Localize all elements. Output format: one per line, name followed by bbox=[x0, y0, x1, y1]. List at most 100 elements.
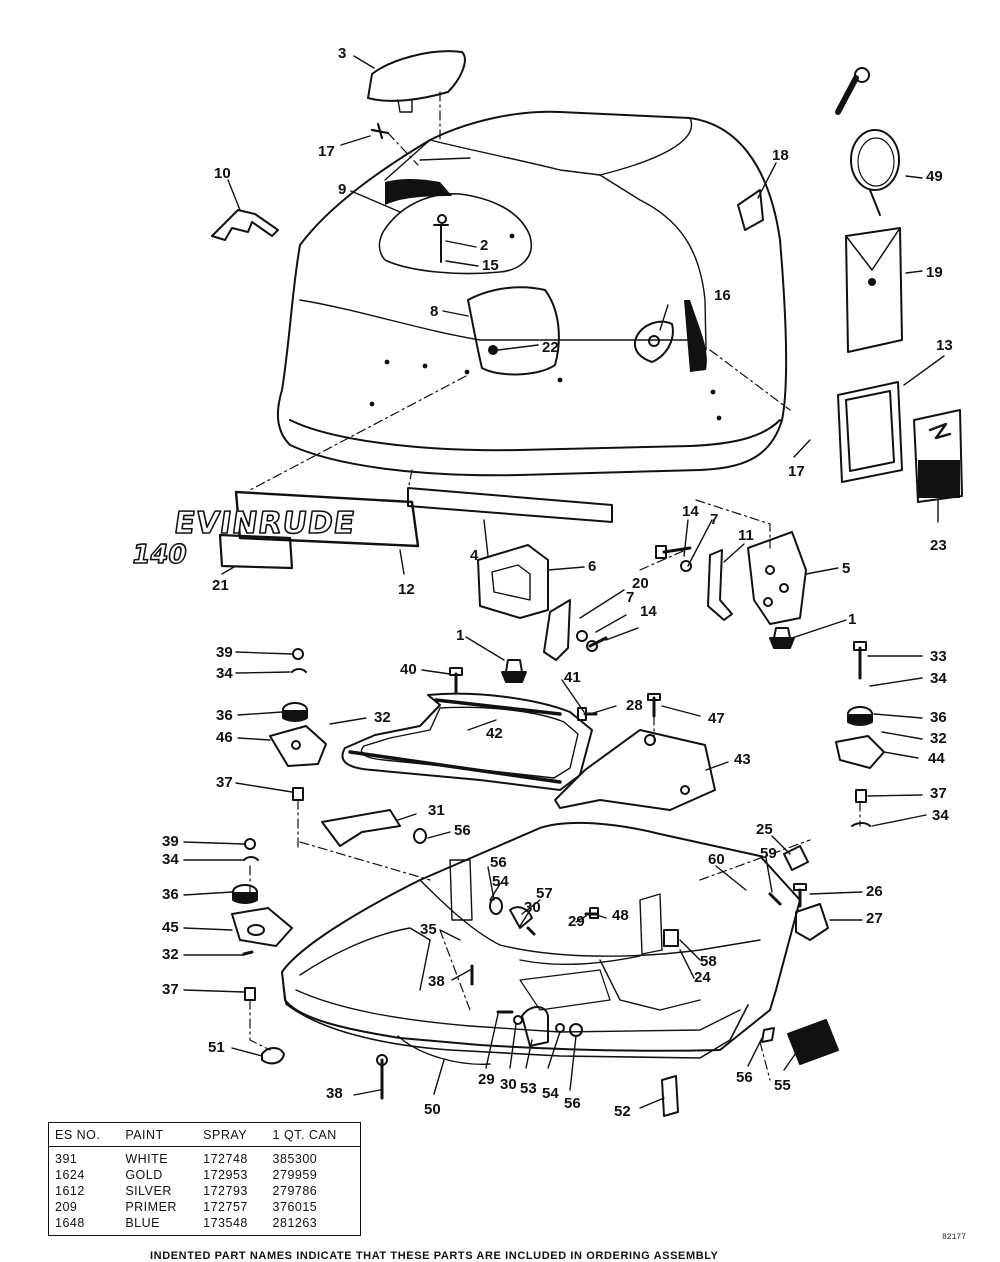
callout-50: 50 bbox=[424, 1101, 441, 1118]
table-row: 209 PRIMER 172757 376015 bbox=[49, 1199, 361, 1215]
table-cell: 1624 bbox=[55, 1168, 85, 1182]
table-row: 1624 GOLD 172953 279959 bbox=[49, 1167, 361, 1183]
callout-7: 7 bbox=[710, 511, 719, 528]
table-cell: 209 bbox=[55, 1200, 78, 1214]
callout-36: 36 bbox=[930, 709, 947, 726]
callout-23: 23 bbox=[930, 537, 947, 554]
callout-34: 34 bbox=[162, 851, 179, 868]
callout-10: 10 bbox=[214, 165, 231, 182]
part-3-lid bbox=[367, 50, 466, 102]
callout-36: 36 bbox=[162, 886, 179, 903]
callout-30: 30 bbox=[524, 899, 541, 916]
table-cell: BLUE bbox=[125, 1216, 160, 1230]
callout-34: 34 bbox=[216, 665, 233, 682]
callout-6: 6 bbox=[588, 558, 597, 575]
callout-32: 32 bbox=[374, 709, 391, 726]
callout-11: 11 bbox=[738, 527, 754, 544]
callout-32: 32 bbox=[930, 730, 947, 747]
callout-34: 34 bbox=[932, 807, 949, 824]
callout-31: 31 bbox=[428, 802, 445, 819]
part-10-clip bbox=[211, 209, 279, 241]
table-row: 1648 BLUE 173548 281263 bbox=[49, 1215, 361, 1236]
callout-25: 25 bbox=[756, 821, 773, 838]
decal-model-text: 140 bbox=[130, 540, 190, 570]
callout-14: 14 bbox=[682, 503, 699, 520]
part-49-starter-rope bbox=[835, 67, 900, 216]
part-8-bracket bbox=[467, 286, 560, 376]
callout-22: 22 bbox=[542, 339, 559, 356]
callout-43: 43 bbox=[734, 751, 751, 768]
table-cell: 376015 bbox=[272, 1200, 318, 1214]
table-cell: WHITE bbox=[125, 1152, 169, 1166]
table-cell: 172793 bbox=[203, 1184, 248, 1198]
table-row: 391 WHITE 172748 385300 bbox=[49, 1147, 361, 1168]
callout-57: 57 bbox=[536, 885, 553, 902]
callout-37: 37 bbox=[216, 774, 233, 791]
callout-40: 40 bbox=[400, 661, 417, 678]
callout-4: 4 bbox=[470, 547, 479, 564]
callout-20: 20 bbox=[632, 575, 649, 592]
callout-37: 37 bbox=[162, 981, 179, 998]
table-cell: 173548 bbox=[203, 1216, 248, 1230]
callout-26: 26 bbox=[866, 883, 883, 900]
callout-19: 19 bbox=[926, 264, 943, 281]
decal-brand-text: EVINRUDE bbox=[172, 506, 358, 541]
callout-30: 30 bbox=[500, 1076, 517, 1093]
callout-16: 16 bbox=[714, 287, 731, 304]
callout-18: 18 bbox=[772, 147, 789, 164]
callout-45: 45 bbox=[162, 919, 179, 936]
callout-54: 54 bbox=[492, 873, 509, 890]
callout-34: 34 bbox=[930, 670, 947, 687]
callout-48: 48 bbox=[612, 907, 629, 924]
callout-49: 49 bbox=[926, 168, 943, 185]
callout-15: 15 bbox=[482, 257, 499, 274]
callout-46: 46 bbox=[216, 729, 233, 746]
callout-5: 5 bbox=[842, 560, 851, 577]
lower-cover bbox=[281, 821, 801, 1065]
callout-60: 60 bbox=[708, 851, 725, 868]
callout-29: 29 bbox=[478, 1071, 495, 1088]
callout-44: 44 bbox=[928, 750, 945, 767]
table-cell: 279786 bbox=[272, 1184, 318, 1198]
col-es-no: ES NO. bbox=[48, 1122, 120, 1147]
callout-47: 47 bbox=[708, 710, 725, 727]
callout-27: 27 bbox=[866, 910, 883, 927]
upper-cover bbox=[276, 110, 788, 477]
table-cell: 1612 bbox=[55, 1184, 85, 1198]
callout-42: 42 bbox=[486, 725, 503, 742]
callout-56: 56 bbox=[564, 1095, 581, 1112]
table-cell: GOLD bbox=[125, 1168, 163, 1182]
col-qt-can: 1 QT. CAN bbox=[266, 1122, 361, 1147]
callout-36: 36 bbox=[216, 707, 233, 724]
callout-28: 28 bbox=[626, 697, 643, 714]
footnote: INDENTED PART NAMES INDICATE THAT THESE … bbox=[150, 1250, 719, 1262]
callout-12: 12 bbox=[398, 581, 415, 598]
callout-51: 51 bbox=[208, 1039, 225, 1056]
col-paint: PAINT bbox=[119, 1122, 198, 1147]
callout-29: 29 bbox=[568, 913, 585, 930]
callout-37: 37 bbox=[930, 785, 947, 802]
callout-21: 21 bbox=[212, 577, 229, 594]
table-cell: 281263 bbox=[272, 1216, 318, 1230]
callout-2: 2 bbox=[480, 237, 489, 254]
callout-41: 41 bbox=[564, 669, 581, 686]
assembly-lines bbox=[249, 91, 861, 1081]
callout-56: 56 bbox=[736, 1069, 753, 1086]
callout-59: 59 bbox=[760, 845, 777, 862]
callout-58: 58 bbox=[700, 953, 717, 970]
leader-lines bbox=[183, 55, 945, 1109]
table-cell: 391 bbox=[55, 1152, 78, 1166]
callout-14: 14 bbox=[640, 603, 657, 620]
table-cell: SILVER bbox=[125, 1184, 172, 1198]
drawing-reference-code: 82177 bbox=[942, 1233, 967, 1242]
callout-24: 24 bbox=[694, 969, 711, 986]
callout-32: 32 bbox=[162, 946, 179, 963]
callout-39: 39 bbox=[216, 644, 233, 661]
callout-7: 7 bbox=[626, 589, 635, 606]
table-cell: 1648 bbox=[55, 1216, 85, 1230]
part-19-pouch bbox=[845, 227, 903, 353]
callout-13: 13 bbox=[936, 337, 953, 354]
table-cell: 172757 bbox=[203, 1200, 248, 1214]
